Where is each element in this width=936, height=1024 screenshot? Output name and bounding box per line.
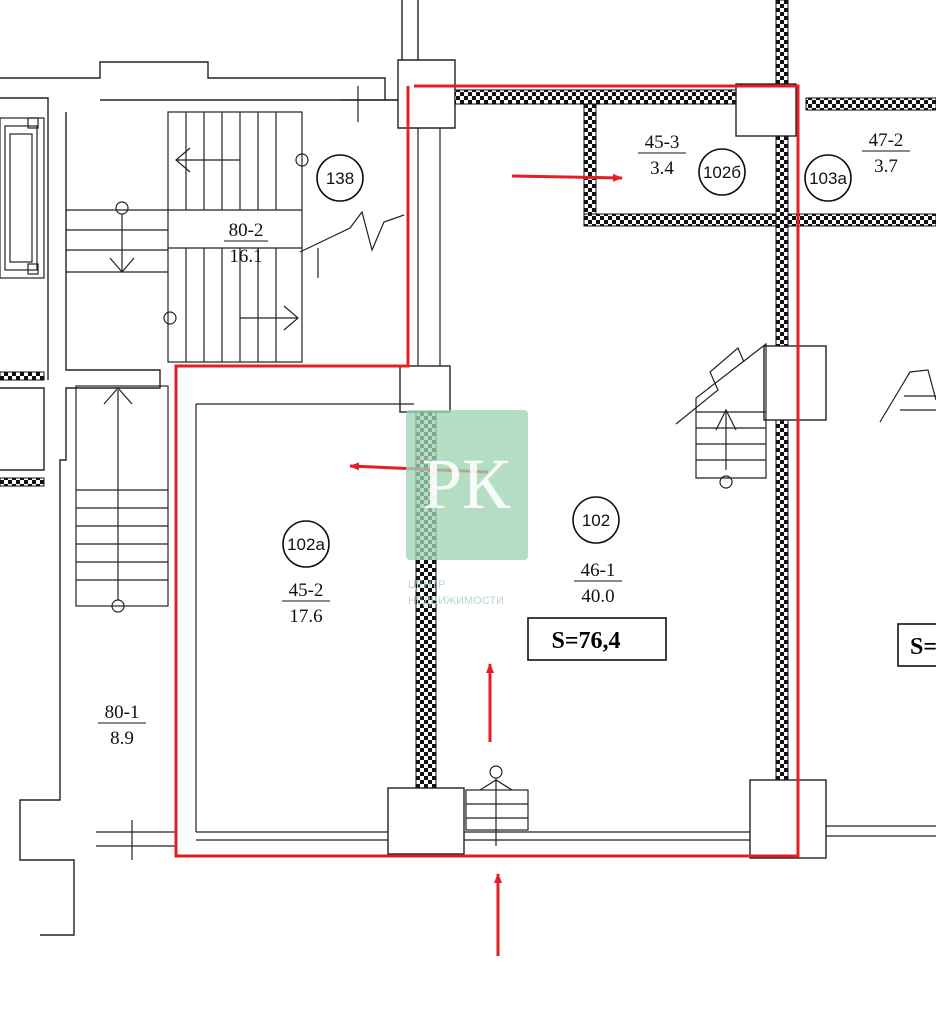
staircase-lower — [75, 385, 169, 613]
room-area: 40.0 — [581, 586, 614, 607]
room-number: 102 — [582, 511, 610, 530]
room-80-2: 80-2 16.1 — [224, 220, 268, 267]
building-walls — [0, 0, 456, 936]
room-code: 46-1 — [581, 560, 616, 581]
watermark-caption-2: НЕДВИЖИМОСТИ — [408, 595, 504, 607]
staircase-upper — [66, 111, 405, 363]
room-circle — [698, 148, 746, 196]
cut-area-label: S= — [910, 634, 936, 660]
room-circle — [572, 496, 620, 544]
room-circle — [316, 154, 364, 202]
room-area: 16.1 — [229, 246, 262, 267]
total-area-box: S=76,4 — [527, 617, 667, 661]
room-code: 45-2 — [289, 580, 324, 601]
room-103a: 103a 47-2 3.7 — [804, 130, 910, 202]
arrow-to-102b — [511, 173, 623, 182]
room-code: 80-1 — [105, 702, 140, 723]
room-number: 102б — [703, 163, 741, 182]
room-circle — [804, 154, 852, 202]
watermark-logo: РК ЦЕНТР НЕДВИЖИМОСТИ — [406, 410, 528, 607]
highlight-outline — [174, 84, 800, 858]
cut-area-box: S= — [897, 623, 936, 667]
room-circle — [282, 520, 330, 568]
room-102: 102 46-1 40.0 — [572, 496, 622, 607]
staircase-small — [675, 342, 936, 489]
entry-stair — [465, 765, 529, 846]
room-area: 3.7 — [874, 156, 898, 177]
room-code: 47-2 — [869, 130, 904, 151]
room-area: 17.6 — [289, 606, 322, 627]
room-code: 80-2 — [229, 220, 264, 241]
room-code: 45-3 — [645, 132, 680, 153]
room-area: 3.4 — [650, 158, 674, 179]
window-frame-left — [0, 117, 45, 279]
room-number: 138 — [326, 169, 354, 188]
room-outlines — [96, 86, 936, 860]
room-number: 103a — [809, 169, 847, 188]
room-102a: 102a 45-2 17.6 — [282, 520, 330, 627]
room-80-1: 80-1 8.9 — [98, 702, 146, 749]
room-138: 138 — [316, 154, 364, 202]
room-area: 8.9 — [110, 728, 134, 749]
watermark-caption-1: ЦЕНТР — [408, 579, 445, 591]
total-area-label: S=76,4 — [551, 628, 620, 654]
room-number: 102a — [287, 535, 325, 554]
room-102b: 45-3 3.4 102б — [638, 132, 746, 196]
watermark-letters: РК — [422, 444, 511, 524]
